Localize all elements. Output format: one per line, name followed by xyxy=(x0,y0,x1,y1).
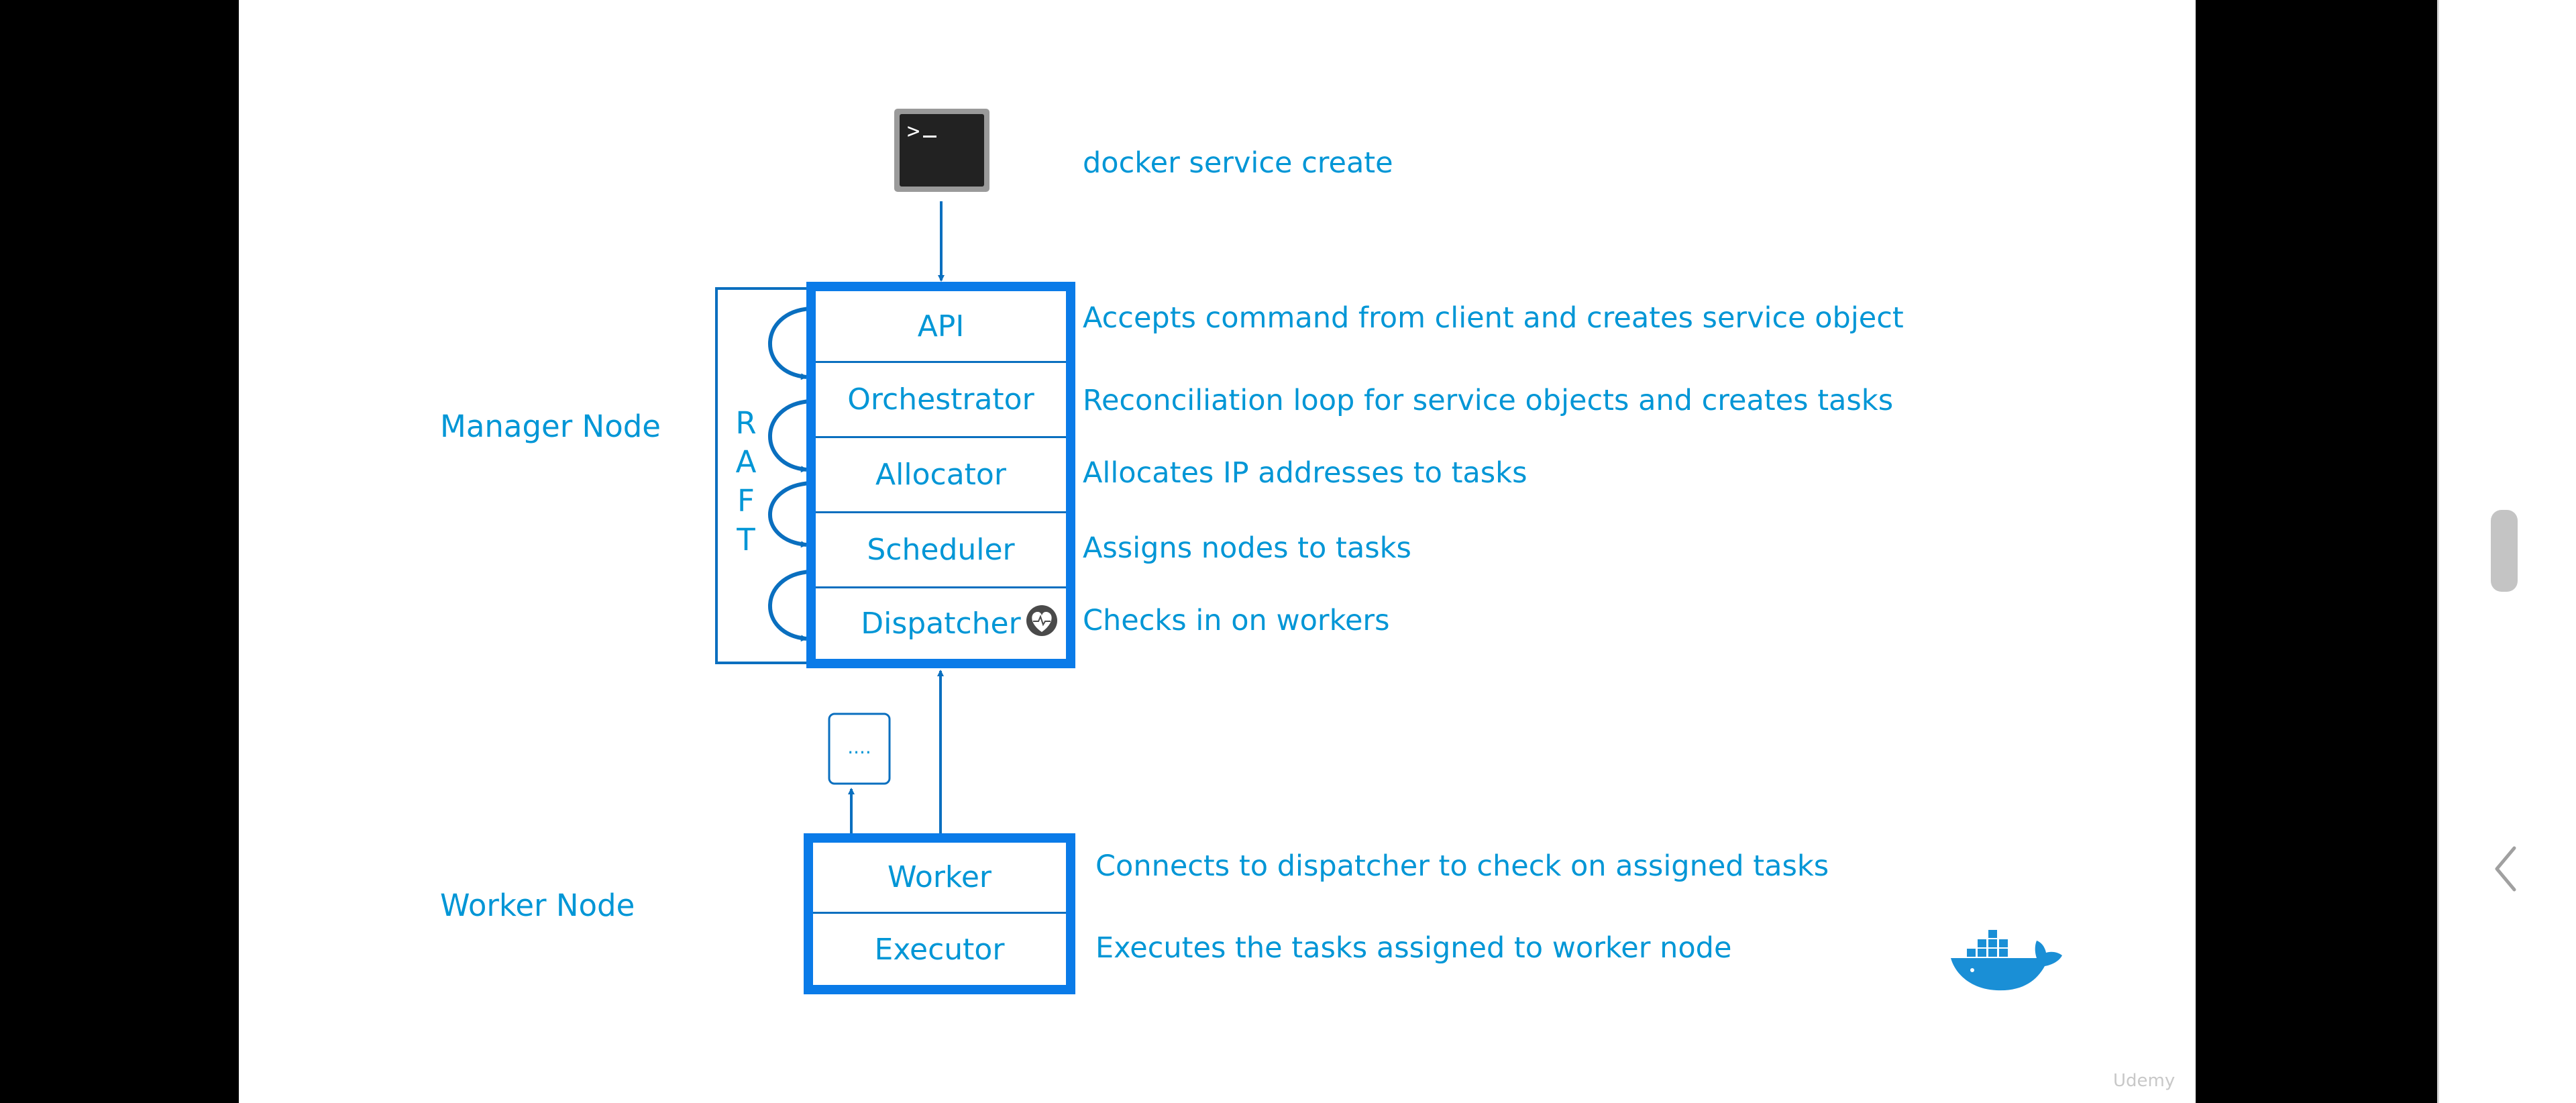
raft-letter-a: A xyxy=(735,444,757,480)
row-divider xyxy=(816,436,1066,438)
svg-text:>: > xyxy=(907,118,920,144)
row-divider xyxy=(816,586,1066,588)
raft-curve-arrows xyxy=(768,307,811,642)
terminal-icon: > xyxy=(894,109,989,192)
component-dispatcher: Dispatcher xyxy=(861,607,1021,641)
api-description: Accepts command from client and creates … xyxy=(1083,301,1904,335)
orchestrator-description: Reconciliation loop for service objects … xyxy=(1083,384,1894,417)
side-strip-divider xyxy=(2437,0,2439,1103)
component-orchestrator: Orchestrator xyxy=(847,382,1034,417)
scheduler-description: Assigns nodes to tasks xyxy=(1083,531,1411,565)
manager-node-label: Manager Node xyxy=(440,409,661,444)
raft-letter-f: F xyxy=(737,483,755,519)
task-box xyxy=(828,713,891,785)
component-allocator: Allocator xyxy=(875,458,1006,492)
row-divider xyxy=(816,361,1066,363)
allocator-description: Allocates IP addresses to tasks xyxy=(1083,456,1527,490)
scrollbar-thumb[interactable] xyxy=(2491,510,2518,592)
heartbeat-icon xyxy=(1026,605,1057,636)
executor-description: Executes the tasks assigned to worker no… xyxy=(1095,931,1732,965)
raft-bracket xyxy=(715,287,812,664)
udemy-watermark: Udemy xyxy=(2113,1071,2176,1091)
worker-node-box xyxy=(804,833,1075,994)
worker-node-label: Worker Node xyxy=(440,888,635,923)
worker-description: Connects to dispatcher to check on assig… xyxy=(1095,849,1829,883)
docker-whale-icon xyxy=(1951,930,2062,991)
manager-node-box xyxy=(806,282,1075,668)
chevron-left-icon[interactable] xyxy=(2493,845,2520,892)
dispatcher-description: Checks in on workers xyxy=(1083,604,1390,637)
component-scheduler: Scheduler xyxy=(867,533,1015,567)
component-worker: Worker xyxy=(887,860,991,894)
component-api: API xyxy=(917,309,965,344)
row-divider xyxy=(813,912,1066,914)
left-black-bar xyxy=(0,0,239,1103)
component-executor: Executor xyxy=(874,932,1005,967)
raft-letter-t: T xyxy=(737,522,755,558)
slide xyxy=(239,0,2196,1103)
command-text: docker service create xyxy=(1083,146,1393,180)
raft-letter-r: R xyxy=(735,405,757,441)
row-divider xyxy=(816,511,1066,513)
task-box-text: .... xyxy=(847,736,871,758)
